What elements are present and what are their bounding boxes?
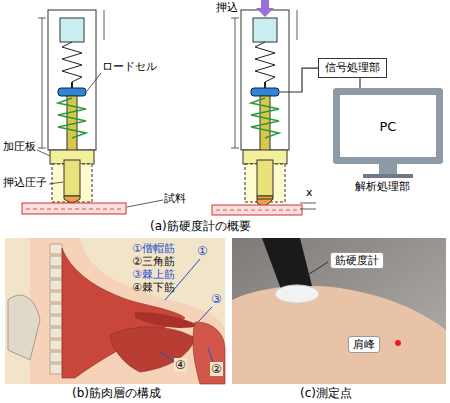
- push-label: 押込: [216, 1, 238, 14]
- callout-number: ③: [210, 292, 223, 306]
- part-label: 押込圧子: [3, 176, 47, 189]
- monitor-box: PC: [333, 88, 443, 164]
- legend-text: ②三角筋: [132, 255, 175, 268]
- process-box: 信号処理部: [318, 58, 387, 78]
- dimension-label: x: [306, 186, 313, 199]
- legend-text: ④棘下筋: [132, 281, 175, 294]
- part-label: 試料: [164, 192, 186, 205]
- part-label: 解析処理部: [355, 180, 410, 193]
- legend-text: ③棘上筋: [132, 268, 175, 281]
- connector-line: [359, 78, 360, 88]
- part-label: ロードセル: [102, 60, 157, 73]
- figure-caption: (b)筋肉層の構成: [72, 386, 161, 400]
- muscle-illustration: [5, 238, 225, 384]
- callout-number: ④: [174, 358, 187, 372]
- callout-number: ①: [196, 244, 209, 258]
- photo-label: 筋硬度計: [330, 252, 384, 269]
- legend-text: ①僧帽筋: [132, 242, 175, 255]
- figure-caption: (c)測定点: [300, 386, 352, 400]
- node-text: 信号処理部: [325, 61, 380, 75]
- part-label: 加圧板: [3, 140, 36, 153]
- callout-number: ②: [210, 362, 223, 376]
- figure-caption: (a)筋硬度計の概要: [150, 219, 251, 233]
- photo-label: 肩峰: [348, 336, 380, 353]
- node-text: PC: [380, 119, 397, 134]
- signal-wire: [280, 68, 318, 92]
- measurement-photo: [232, 238, 446, 384]
